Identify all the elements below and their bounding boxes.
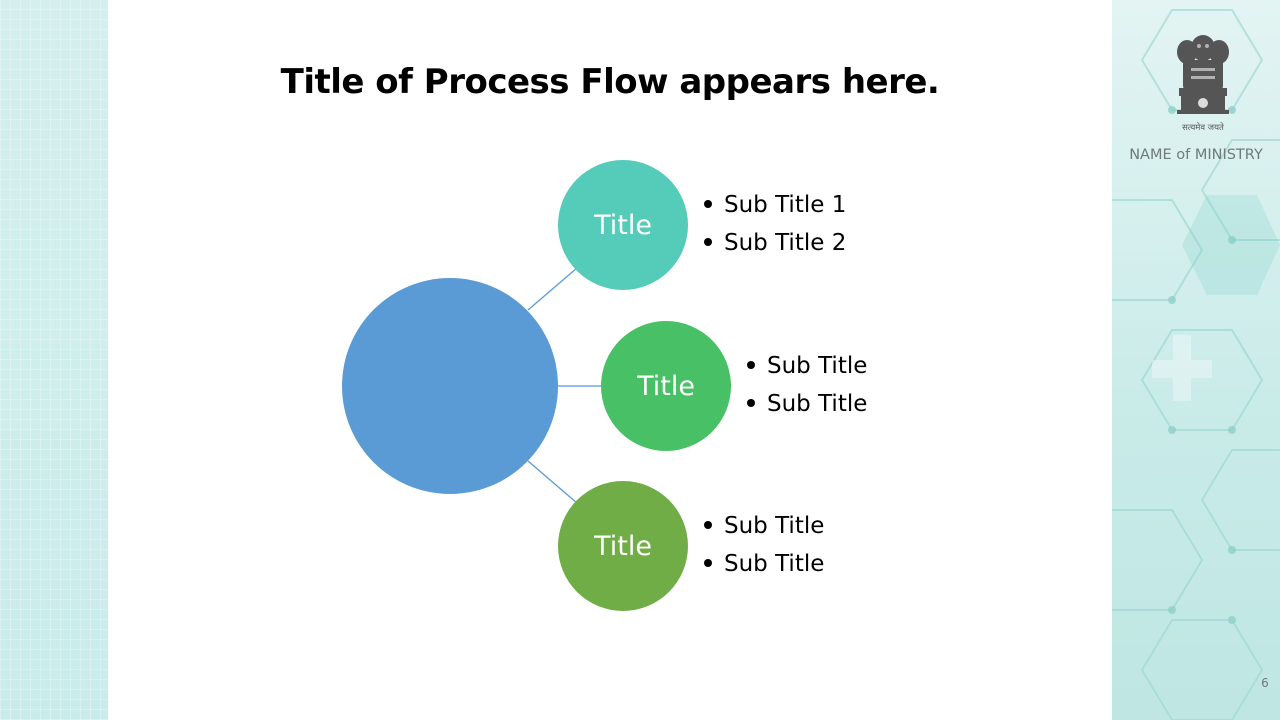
page-number: 6: [1261, 676, 1269, 690]
ministry-name: NAME of MINISTRY: [1129, 147, 1263, 163]
bullet-item: Sub Title 2: [702, 224, 846, 262]
hub-circle: [342, 278, 558, 494]
node-label-3: Title: [594, 530, 652, 562]
bullet-item: Sub Title: [745, 385, 867, 423]
node-circle-1: Title: [558, 160, 688, 290]
node-2-bullets: Sub Title Sub Title: [745, 347, 867, 423]
node-label-2: Title: [637, 370, 695, 402]
bullet-item: Sub Title: [702, 507, 824, 545]
hexagon-pattern: [1112, 9, 1280, 720]
node-1-bullets: Sub Title 1 Sub Title 2: [702, 186, 846, 262]
node-3-bullets: Sub Title Sub Title: [702, 507, 824, 583]
node-circle-3: Title: [558, 481, 688, 611]
connector-line-3: [527, 460, 578, 504]
emblem-motto: सत्यमेव जयते: [1182, 122, 1224, 133]
node-circle-2: Title: [601, 321, 731, 451]
right-decorative-panel: सत्यमेव जयते NAME of MINISTRY: [1112, 0, 1280, 720]
connector-line-1: [527, 267, 578, 311]
node-label-1: Title: [594, 209, 652, 241]
left-decorative-panel: [0, 0, 108, 720]
bullet-item: Sub Title: [745, 347, 867, 385]
slide-title: Title of Process Flow appears here.: [280, 62, 940, 102]
bullet-item: Sub Title: [702, 545, 824, 583]
bullet-item: Sub Title 1: [702, 186, 846, 224]
national-emblem-icon: सत्यमेव जयते: [1177, 35, 1229, 133]
